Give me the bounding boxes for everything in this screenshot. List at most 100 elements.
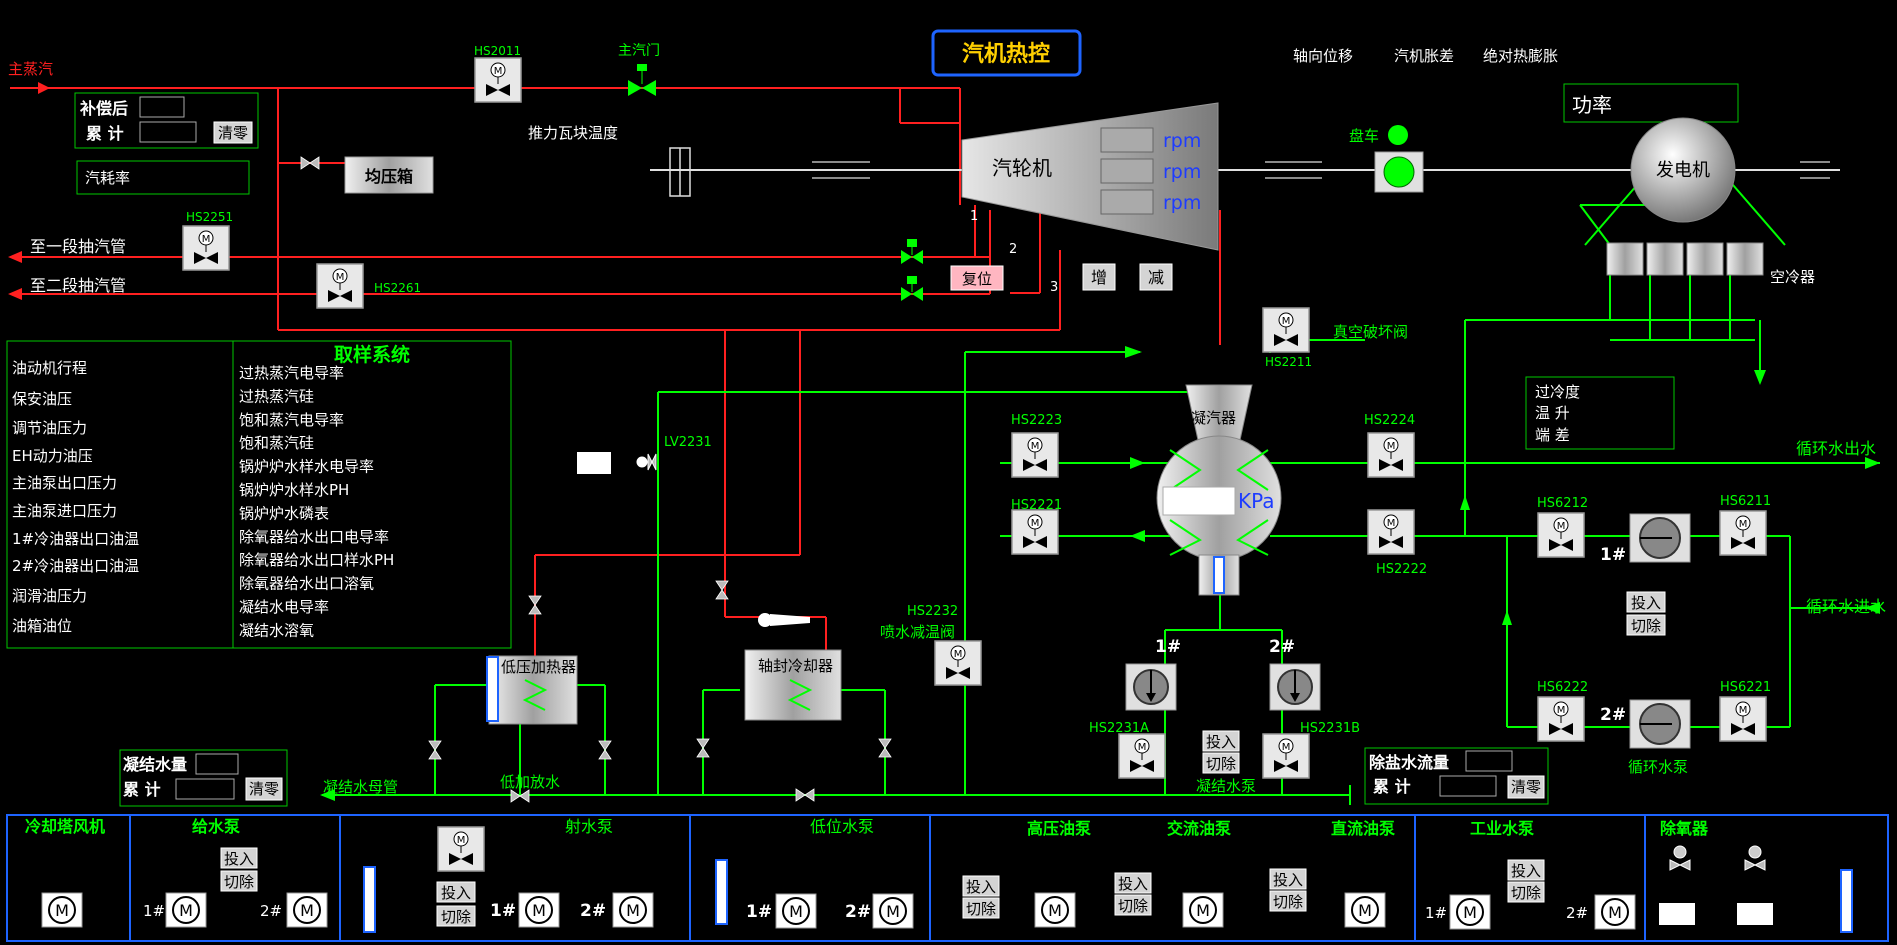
hp-oil-in-button[interactable] <box>962 875 1000 897</box>
hs2231a-valve[interactable] <box>1118 733 1166 779</box>
clear-button-steam[interactable] <box>213 121 253 144</box>
hs2231b-valve[interactable] <box>1262 733 1310 779</box>
hs2261-valve[interactable] <box>316 263 364 309</box>
feed-pump-out-button[interactable] <box>220 870 258 892</box>
deaerator-valve-2[interactable] <box>1744 845 1766 871</box>
circ-pump-in-button[interactable] <box>1626 591 1666 613</box>
condenser[interactable] <box>1156 384 1282 596</box>
generator[interactable] <box>1630 117 1736 223</box>
cond-pump-2[interactable] <box>1269 663 1321 711</box>
hp-oil-out-label: 切除 <box>966 900 996 918</box>
hs2232-valve[interactable] <box>934 640 982 686</box>
steam-rate-label: 汽耗率 <box>85 169 130 187</box>
hs2251-label: HS2251 <box>186 210 233 224</box>
sampling-item: 除氧器给水出口样水PH <box>239 551 394 569</box>
hs2224-label: HS2224 <box>1364 413 1415 428</box>
cond-pump1-label: 1# <box>1155 637 1181 657</box>
circ-pump-1[interactable] <box>1629 513 1691 563</box>
demin-clear-button[interactable] <box>1507 775 1545 799</box>
stage1-check-valve[interactable] <box>900 238 924 265</box>
feed-pump-out-label: 切除 <box>224 873 254 891</box>
ejector-pump-2-motor[interactable] <box>612 892 654 928</box>
decrease-button[interactable] <box>1139 263 1173 291</box>
ejector-valve[interactable] <box>437 826 485 872</box>
increase-button-label: 增 <box>1091 268 1107 287</box>
ejector-out-button[interactable] <box>436 905 476 927</box>
feed-pump-in-button[interactable] <box>220 847 258 869</box>
hs2251-valve[interactable] <box>182 225 230 271</box>
turning-gear[interactable] <box>1374 151 1424 193</box>
ejector-in-button[interactable] <box>436 881 476 903</box>
dc-oil-out-button[interactable] <box>1269 890 1307 912</box>
seal-cooler-ejector[interactable] <box>758 613 810 627</box>
hs2223-valve[interactable] <box>1011 432 1059 478</box>
feed-pump-in-label: 投入 <box>224 850 254 868</box>
hs2221-valve[interactable] <box>1011 509 1059 555</box>
dc-oil-in-button[interactable] <box>1269 868 1307 890</box>
deaerator-title: 除氧器 <box>1660 819 1709 838</box>
low-pump-2-motor[interactable] <box>872 893 914 929</box>
ejector-pump-1-motor[interactable] <box>518 892 560 928</box>
ind-pump-1-motor[interactable] <box>1449 894 1491 930</box>
sampling-item: 锅炉炉水磷表 <box>239 504 329 522</box>
deaerator-valve-1[interactable] <box>1669 845 1691 871</box>
sampling-item: 凝结水溶氧 <box>239 621 314 639</box>
cond-pump-in-button[interactable] <box>1202 730 1240 752</box>
circ-pump-out-button[interactable] <box>1626 614 1666 636</box>
pressure-box[interactable] <box>344 156 434 194</box>
lp-heater-in-valve[interactable] <box>528 595 542 615</box>
lp-heater-v3[interactable] <box>598 740 612 760</box>
hs6211-valve[interactable] <box>1719 510 1767 556</box>
hs6212-valve[interactable] <box>1537 512 1585 558</box>
cooling-fan-motor[interactable] <box>41 892 83 928</box>
sampling-item: 饱和蒸汽电导率 <box>239 411 344 429</box>
hs6222-valve[interactable] <box>1537 696 1585 742</box>
feed-pump-1-motor[interactable] <box>165 892 207 928</box>
cond-pump2-label: 2# <box>1269 637 1295 657</box>
seal-cooler[interactable] <box>744 649 842 721</box>
ac-oil-motor[interactable] <box>1182 892 1224 928</box>
pressure-box-valve[interactable] <box>300 156 320 170</box>
power-panel <box>1563 83 1739 123</box>
dc-oil-motor[interactable] <box>1344 892 1386 928</box>
temp-rise-label: 温 升 <box>1535 404 1570 422</box>
seal-cooler-v3[interactable] <box>878 738 892 758</box>
hs6221-valve[interactable] <box>1719 696 1767 742</box>
cond-pump-1[interactable] <box>1125 663 1177 711</box>
ac-oil-title: 交流油泵 <box>1167 819 1231 838</box>
lv2231-valve[interactable] <box>635 453 657 471</box>
demin-total-label: 累 计 <box>1373 777 1411 796</box>
hp-oil-motor[interactable] <box>1034 892 1076 928</box>
dc-oil-title: 直流油泵 <box>1331 819 1395 838</box>
air-coolers[interactable] <box>1606 242 1764 276</box>
ind-pump-out-button[interactable] <box>1507 881 1545 903</box>
hs2224-valve[interactable] <box>1367 432 1415 478</box>
sampling-panel <box>232 340 512 649</box>
condensate-clear-button[interactable] <box>245 777 283 801</box>
ac-oil-in-button[interactable] <box>1114 872 1152 894</box>
condensate-total-label: 累 计 <box>123 780 161 799</box>
main-steam-arrow <box>38 82 50 94</box>
lp-heater-coil <box>522 679 548 711</box>
turbine-body[interactable] <box>961 102 1219 251</box>
title-box <box>931 29 1082 77</box>
ind-pump-2-motor[interactable] <box>1594 894 1636 930</box>
lp-heater-v2[interactable] <box>428 740 442 760</box>
ac-oil-out-button[interactable] <box>1114 894 1152 916</box>
main-valve[interactable] <box>628 64 656 96</box>
seal-cooler-v1[interactable] <box>715 580 729 600</box>
low-pump-1-motor[interactable] <box>775 893 817 929</box>
hs2011-valve[interactable] <box>474 57 522 103</box>
increase-button[interactable] <box>1082 263 1116 291</box>
hs2222-valve[interactable] <box>1367 509 1415 555</box>
ind-pump-in-button[interactable] <box>1507 859 1545 881</box>
main-pipe-valve[interactable] <box>795 788 815 802</box>
seal-cooler-v2[interactable] <box>696 738 710 758</box>
hs2211-valve[interactable] <box>1262 307 1310 353</box>
feed-pump-2-motor[interactable] <box>286 892 328 928</box>
cond-pump-out-button[interactable] <box>1202 752 1240 774</box>
reset-button[interactable] <box>950 265 1004 291</box>
circ-pump-2[interactable] <box>1629 699 1691 749</box>
hp-oil-out-button[interactable] <box>962 897 1000 919</box>
stage2-check-valve[interactable] <box>900 275 924 302</box>
